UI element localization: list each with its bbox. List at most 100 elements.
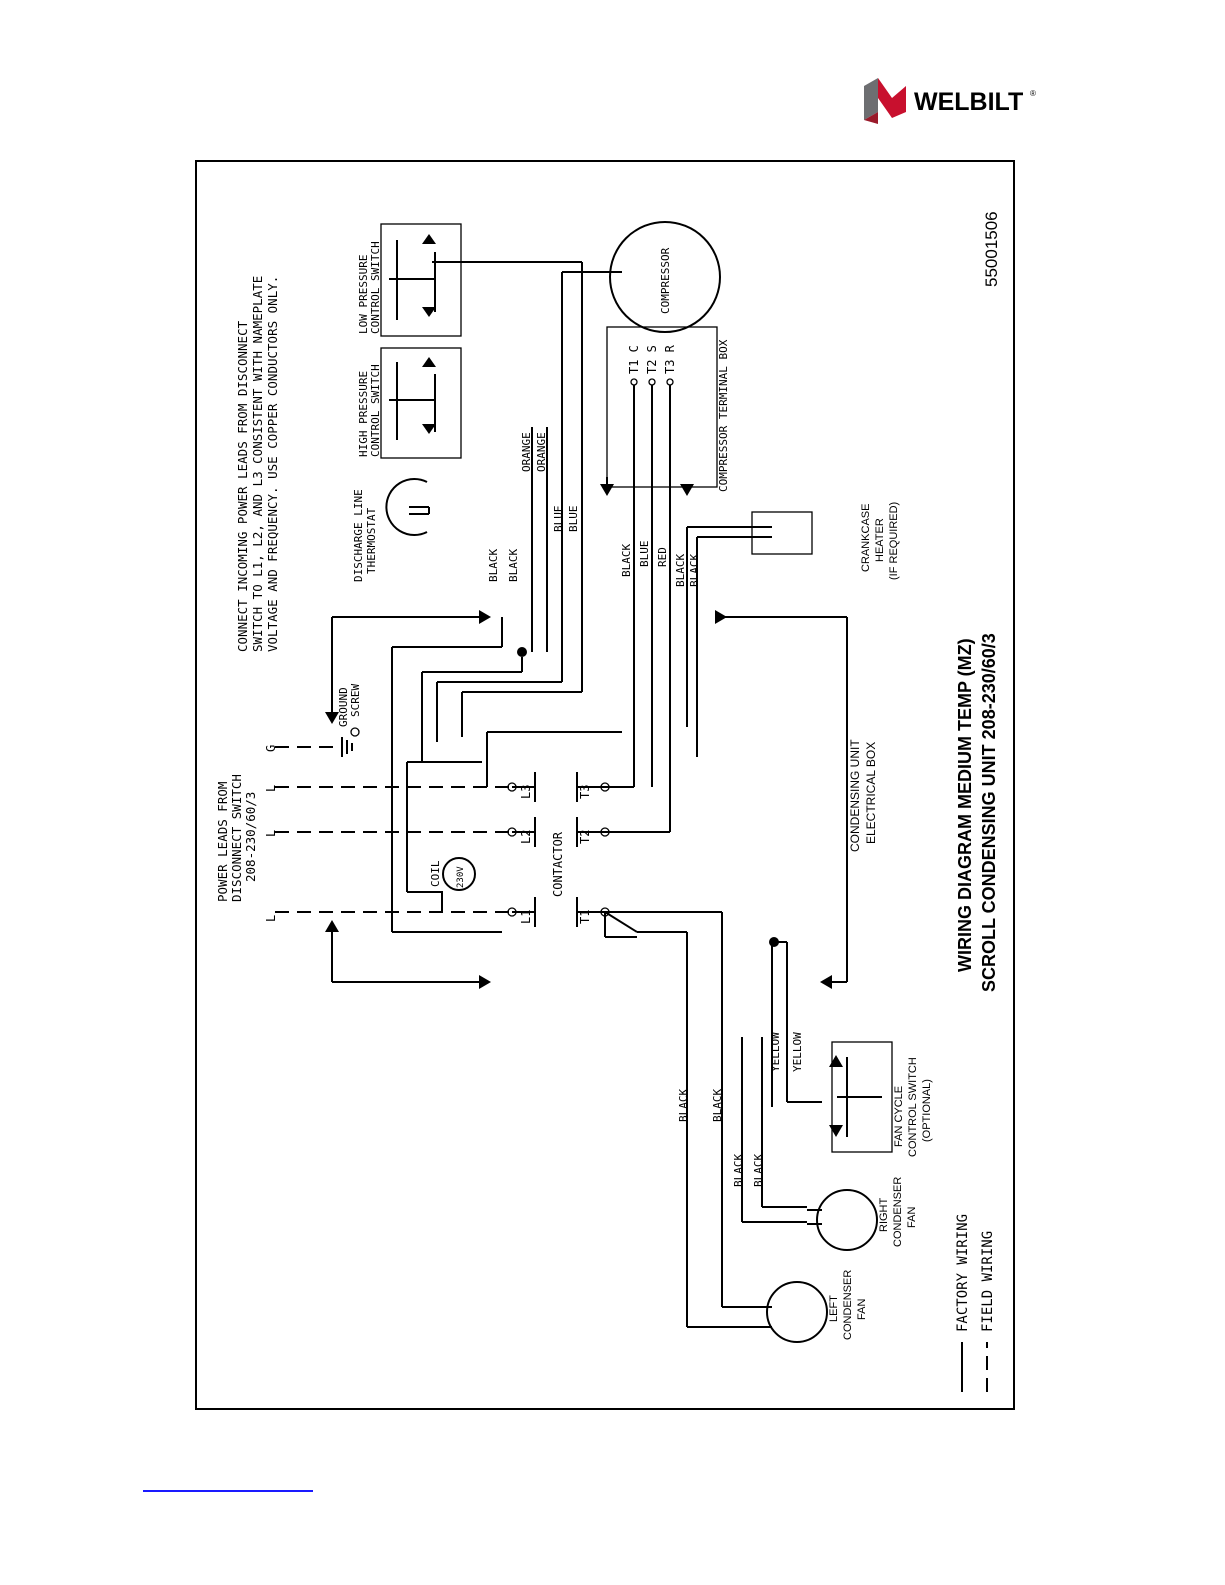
- note-line-2: SWITCH TO L1, L2, AND L3 CONSISTENT WITH…: [250, 276, 265, 652]
- wire-label-fan-black-d: BLACK: [752, 1154, 765, 1187]
- low-pressure-label: LOW PRESSURE CONTROL SWITCH: [357, 241, 382, 334]
- fan-cycle-label: FAN CYCLE CONTROL SWITCH (OPTIONAL): [893, 1057, 933, 1157]
- right-condenser-fan: [807, 1189, 878, 1251]
- welbilt-reg-mark: ®: [1030, 89, 1036, 98]
- wire-label-ch-black-b: BLACK: [688, 554, 701, 587]
- wire-color-labels: BLACK BLACK ORANGE ORANGE BLUE BLUE BLAC…: [487, 432, 804, 1187]
- lead-l2-label: L: [264, 830, 278, 837]
- terminal-t3: T3 R: [663, 344, 677, 374]
- fan-wiring: [604, 911, 822, 1328]
- crankcase-label: CRANKCASE HEATER (IF REQUIRED): [860, 502, 900, 580]
- right-fan-label-1: RIGHT: [878, 1198, 890, 1233]
- compressor-wiring: [604, 385, 671, 938]
- fan-cycle-label-2: CONTROL SWITCH: [907, 1057, 919, 1157]
- power-leads-line-2: DISCONNECT SWITCH: [229, 774, 244, 902]
- wire-label-blue-a: BLUE: [552, 506, 565, 533]
- electrical-box-label-2: ELECTRICAL BOX: [864, 742, 878, 844]
- ground-label-1: GROUND: [337, 687, 350, 727]
- low-pressure-label-2: CONTROL SWITCH: [369, 241, 382, 334]
- lead-g-label: G: [264, 745, 278, 752]
- diagram-title: WIRING DIAGRAM MEDIUM TEMP (MZ): [955, 638, 975, 972]
- compressor-labels: COMPRESSOR T1 C T2 S T3 R COMPRESSOR TER…: [627, 247, 730, 492]
- contactor: [507, 772, 610, 927]
- coil-labels: COIL 230V: [429, 860, 466, 888]
- field-wiring: [275, 727, 512, 913]
- coil: [406, 761, 482, 912]
- note-line-3: VOLTAGE AND FREQUENCY. USE COPPER CONDUC…: [265, 276, 280, 652]
- contactor-labels: CONTACTOR L1 L2 L3 T1 T2 T3: [519, 785, 592, 924]
- lead-l1-label: L: [264, 915, 278, 922]
- crankcase-label-2: HEATER: [874, 518, 886, 562]
- electrical-box-label-1: CONDENSING UNIT: [848, 739, 862, 852]
- left-fan-label: LEFT CONDENSER FAN: [828, 1270, 868, 1340]
- legend-factory: FACTORY WIRING: [955, 1214, 971, 1332]
- terminal-box-label: COMPRESSOR TERMINAL BOX: [717, 339, 730, 492]
- lead-l3-label: L: [264, 785, 278, 792]
- contactor-t2: T2: [578, 830, 592, 844]
- left-fan-label-3: FAN: [856, 1299, 868, 1320]
- diagram-subtitle: SCROLL CONDENSING UNIT 208-230/60/3: [979, 633, 999, 992]
- welbilt-logo-text: WELBILT: [914, 88, 1023, 116]
- terminal-t1: T1 C: [627, 345, 641, 374]
- wire-label-orange-a: ORANGE: [520, 432, 533, 472]
- power-leads-line-3: 208-230/60/3: [243, 792, 258, 882]
- contactor-l1: L1: [519, 910, 533, 924]
- compressor-label: COMPRESSOR: [659, 247, 672, 314]
- low-pressure-label-1: LOW PRESSURE: [357, 255, 370, 334]
- fan-cycle-label-3: (OPTIONAL): [921, 1079, 933, 1142]
- wire-label-yellow-b: YELLOW: [791, 1032, 804, 1072]
- crankcase-heater: [686, 511, 813, 757]
- high-pressure-switch: [380, 347, 462, 459]
- right-fan-label-3: FAN: [906, 1207, 918, 1228]
- high-pressure-label-1: HIGH PRESSURE: [357, 371, 370, 457]
- part-number: 55001506: [982, 211, 1001, 287]
- diagram-title-block: WIRING DIAGRAM MEDIUM TEMP (MZ) SCROLL C…: [955, 211, 1001, 992]
- fan-cycle-label-1: FAN CYCLE: [893, 1086, 905, 1147]
- discharge-thermostat-label: DISCHARGE LINE THERMOSTAT: [352, 489, 378, 582]
- wire-label-ch-black-a: BLACK: [674, 554, 687, 587]
- wiring-diagram-frame: CONNECT INCOMING POWER LEADS FROM DISCON…: [195, 160, 1015, 1410]
- wire-label-comp-blue: BLUE: [638, 541, 651, 568]
- high-pressure-label: HIGH PRESSURE CONTROL SWITCH: [357, 364, 382, 457]
- left-condenser-fan: [757, 1281, 828, 1343]
- low-pressure-switch: [380, 223, 462, 337]
- wire-label-blue-b: BLUE: [567, 506, 580, 533]
- ground-label-2: SCREW: [349, 684, 362, 717]
- coil-label: COIL: [429, 860, 442, 887]
- lead-letters: L L L G: [264, 745, 278, 922]
- discharge-thermostat: [385, 478, 430, 536]
- wiring-diagram: CONNECT INCOMING POWER LEADS FROM DISCON…: [215, 211, 1001, 1392]
- footer-link[interactable]: [143, 1490, 313, 1492]
- note-line-1: CONNECT INCOMING POWER LEADS FROM DISCON…: [235, 320, 250, 652]
- power-leads-line-1: POWER LEADS FROM: [215, 782, 230, 902]
- ground-screw-label: GROUND SCREW: [337, 684, 362, 727]
- contactor-t1: T1: [578, 910, 592, 924]
- contactor-l3: L3: [519, 785, 533, 799]
- wire-label-orange-b: ORANGE: [535, 432, 548, 472]
- left-arrows: [325, 920, 491, 989]
- electrical-box-edge: [715, 610, 848, 989]
- wire-label-black-b: BLACK: [507, 549, 520, 582]
- contactor-l2: L2: [519, 830, 533, 844]
- right-fan-label: RIGHT CONDENSER FAN: [878, 1177, 918, 1247]
- legend: FACTORY WIRING FIELD WIRING: [955, 1214, 996, 1392]
- right-fan-label-2: CONDENSER: [892, 1177, 904, 1247]
- discharge-label-2: THERMOSTAT: [365, 507, 378, 574]
- electrical-box-label: CONDENSING UNIT ELECTRICAL BOX: [848, 739, 878, 852]
- high-pressure-label-2: CONTROL SWITCH: [369, 364, 382, 457]
- left-fan-label-1: LEFT: [828, 1295, 840, 1322]
- power-leads-label: POWER LEADS FROM DISCONNECT SWITCH 208-2…: [215, 774, 258, 902]
- welbilt-logo-mark: [864, 78, 906, 124]
- wire-label-yellow-a: YELLOW: [769, 1032, 782, 1072]
- coil-voltage: 230V: [456, 866, 466, 888]
- terminal-t2: T2 S: [645, 345, 659, 374]
- left-fan-label-2: CONDENSER: [842, 1270, 854, 1340]
- connection-notes: CONNECT INCOMING POWER LEADS FROM DISCON…: [235, 276, 280, 652]
- contactor-label: CONTACTOR: [551, 831, 565, 897]
- wire-label-fan-black-b: BLACK: [711, 1089, 724, 1122]
- wire-label-fan-black-c: BLACK: [732, 1154, 745, 1187]
- crankcase-label-1: CRANKCASE: [860, 504, 872, 572]
- wire-label-black-a: BLACK: [487, 549, 500, 582]
- wire-label-comp-black: BLACK: [620, 544, 633, 577]
- factory-wiring-main: [391, 261, 622, 933]
